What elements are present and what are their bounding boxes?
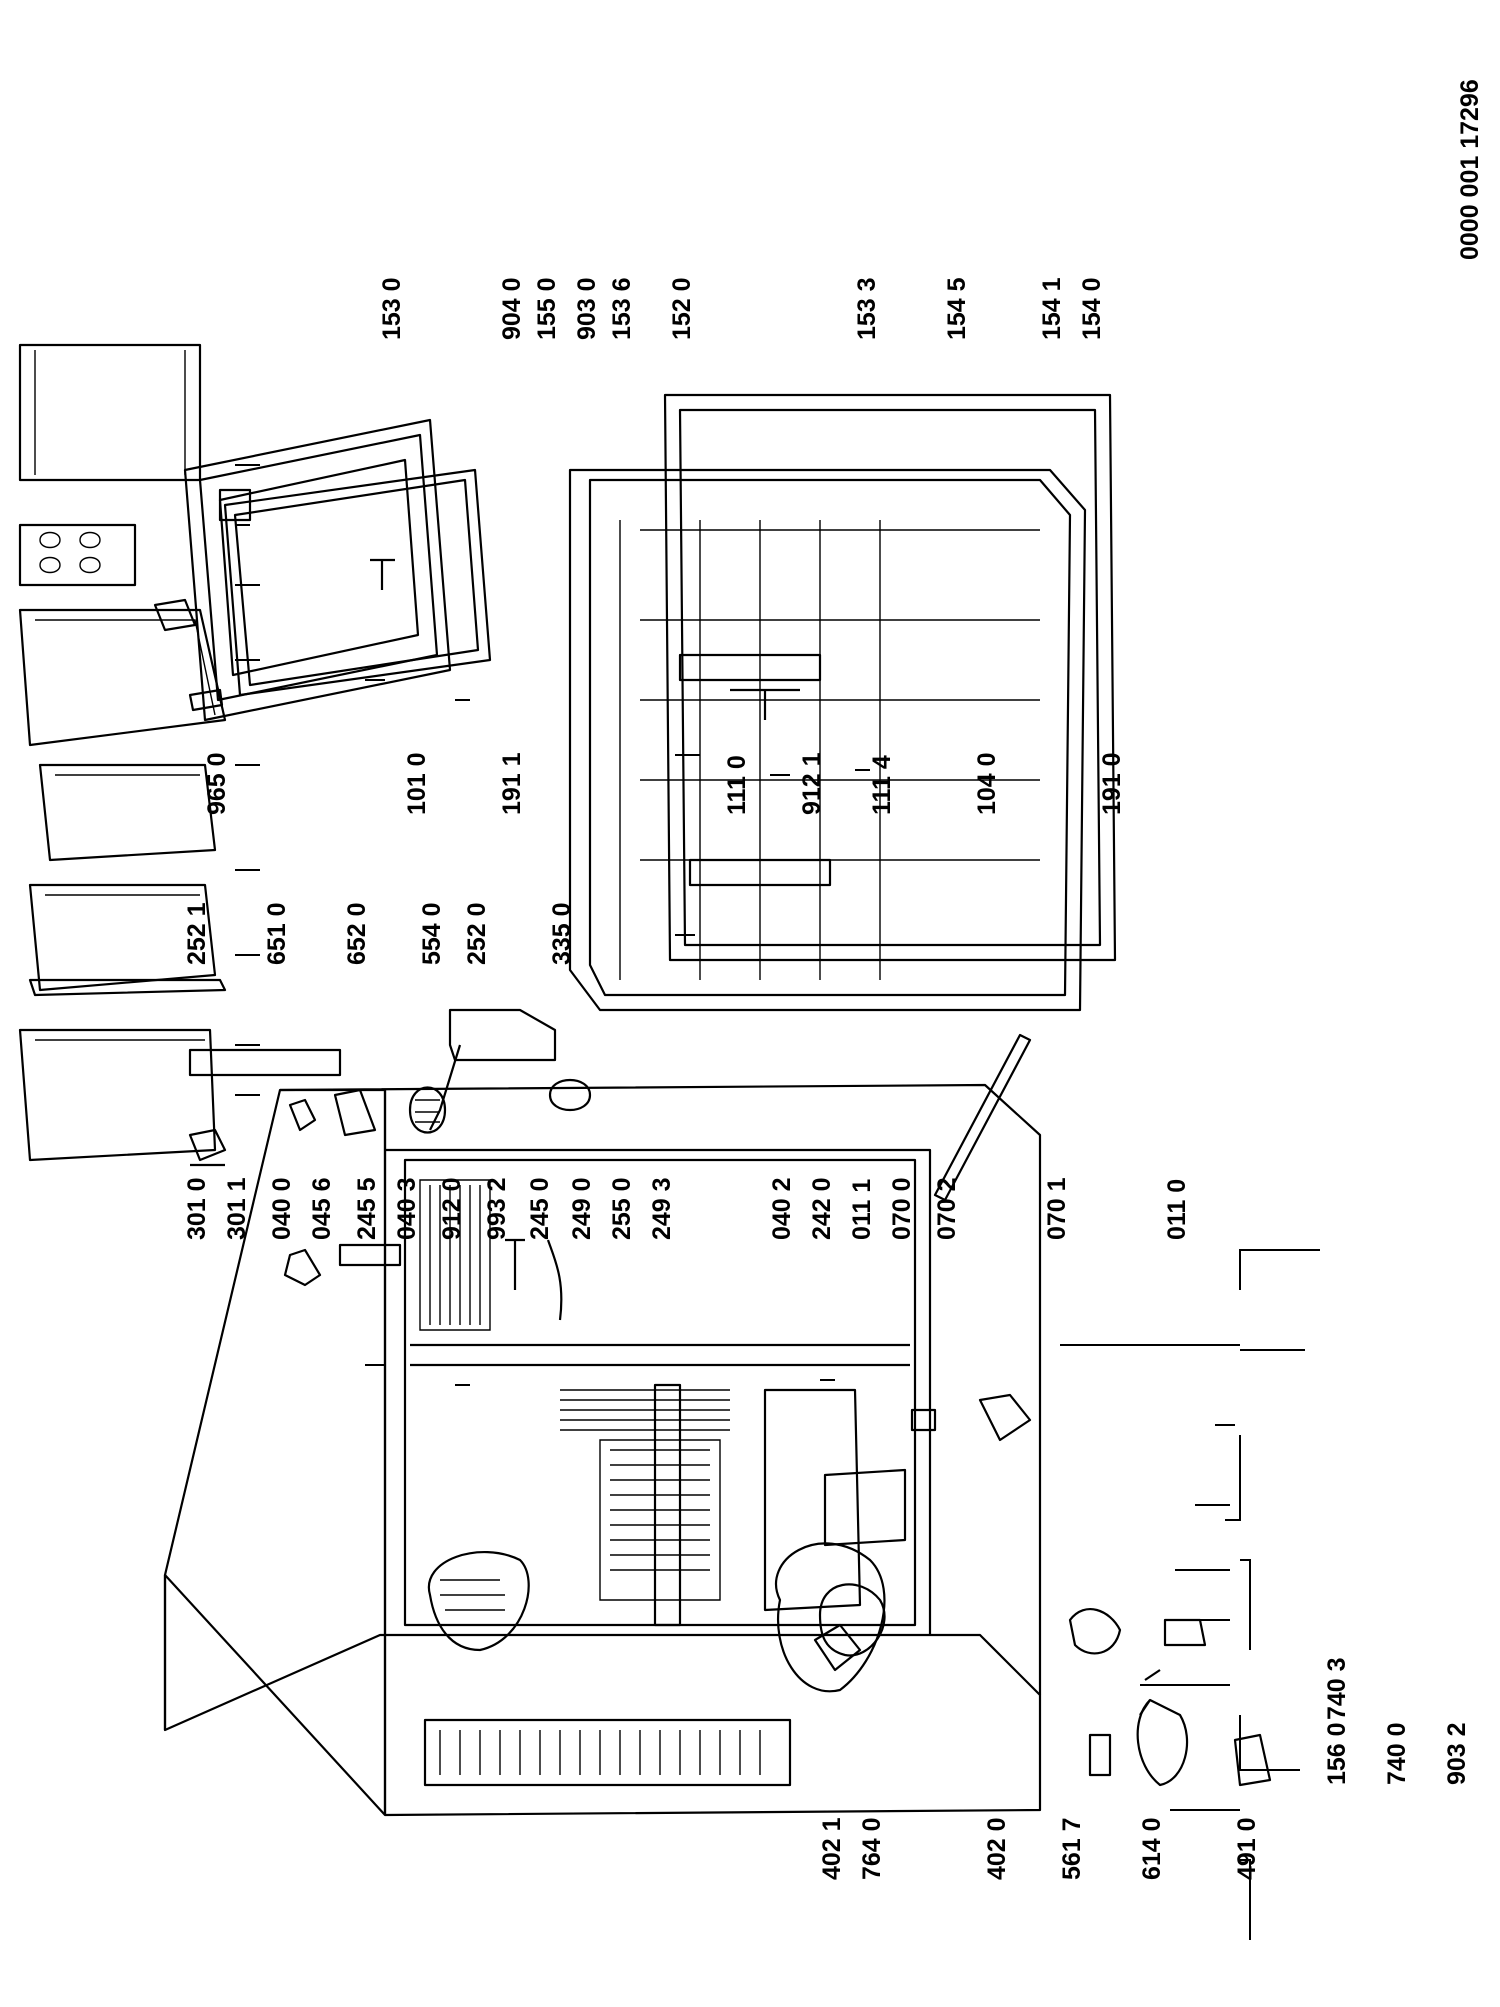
control-parts-drawing (188, 1008, 592, 1167)
part-label: 154 1 (1038, 277, 1066, 340)
part-label: 965 0 (203, 752, 231, 815)
part-label: 070 2 (933, 1177, 961, 1240)
part-label: 740 3 (1323, 1657, 1351, 1720)
part-label: 402 1 (818, 1817, 846, 1880)
part-label: 740 0 (1383, 1722, 1411, 1785)
part-label: 402 0 (983, 1817, 1011, 1880)
part-label: 040 3 (393, 1177, 421, 1240)
part-label: 191 0 (1098, 752, 1126, 815)
drawing-code: 0000 001 17296 (1456, 79, 1484, 260)
part-label: 249 3 (648, 1177, 676, 1240)
part-label: 335 0 (548, 902, 576, 965)
part-label: 040 2 (768, 1177, 796, 1240)
part-label: 245 0 (526, 1177, 554, 1240)
part-label: 614 0 (1138, 1817, 1166, 1880)
labels-shelves: 153 0 904 0 155 0 903 0 153 6 152 0 153 … (378, 277, 1106, 340)
labels-control: 252 1 651 0 652 0 554 0 252 0 335 0 (183, 902, 576, 965)
part-label: 252 0 (463, 902, 491, 965)
part-label: 152 0 (668, 277, 696, 340)
part-label: 561 7 (1058, 1817, 1086, 1880)
labels-bottom-row: 740 3 156 0 740 0 903 2 (1323, 1657, 1471, 1785)
part-label: 912 1 (798, 752, 826, 815)
part-label: 301 0 (183, 1177, 211, 1240)
part-label: 554 0 (418, 902, 446, 965)
part-label: 252 1 (183, 902, 211, 965)
labels-door: 965 0 101 0 191 1 111 0 912 1 111 4 104 … (203, 752, 1126, 815)
part-label: 153 0 (378, 277, 406, 340)
cabinet-loose-parts (283, 1238, 1272, 1787)
part-label: 491 0 (1233, 1817, 1261, 1880)
part-label: 156 0 (1323, 1722, 1351, 1785)
part-label: 903 2 (1443, 1722, 1471, 1785)
part-label: 101 0 (403, 752, 431, 815)
door-parts-drawing (183, 393, 1117, 1012)
part-label: 111 4 (868, 755, 896, 815)
labels-bottom-compressor: 402 1 764 0 402 0 561 7 614 0 491 0 (818, 1817, 1261, 1880)
part-label: 903 0 (573, 277, 601, 340)
part-label: 301 1 (223, 1177, 251, 1240)
part-label: 153 3 (853, 277, 881, 340)
part-label: 255 0 (608, 1177, 636, 1240)
part-label: 764 0 (858, 1817, 886, 1880)
part-label: 070 1 (1043, 1177, 1071, 1240)
labels-cabinet: 301 0 301 1 040 0 045 6 245 5 040 3 912 … (183, 1177, 1191, 1240)
part-label: 652 0 (343, 902, 371, 965)
part-label: 154 5 (943, 277, 971, 340)
part-label: 070 0 (888, 1177, 916, 1240)
part-label: 651 0 (263, 902, 291, 965)
part-label: 040 0 (268, 1177, 296, 1240)
part-label: 011 0 (1163, 1179, 1191, 1240)
part-label: 011 1 (848, 1179, 876, 1240)
leader-lines (235, 464, 1320, 1940)
part-label: 245 5 (353, 1177, 381, 1240)
shelf-parts-drawing (18, 343, 395, 1162)
part-label: 111 0 (723, 755, 751, 815)
part-label: 104 0 (973, 752, 1001, 815)
part-label: 249 0 (568, 1177, 596, 1240)
part-label: 045 6 (308, 1177, 336, 1240)
part-label: 191 1 (498, 752, 526, 815)
part-label: 904 0 (498, 277, 526, 340)
part-label: 154 0 (1078, 277, 1106, 340)
part-label: 993 2 (483, 1177, 511, 1240)
part-label: 155 0 (533, 277, 561, 340)
part-label: 153 6 (608, 277, 636, 340)
part-label: 242 0 (808, 1177, 836, 1240)
cabinet-drawing (163, 1033, 1042, 1817)
part-label: 912 0 (438, 1177, 466, 1240)
